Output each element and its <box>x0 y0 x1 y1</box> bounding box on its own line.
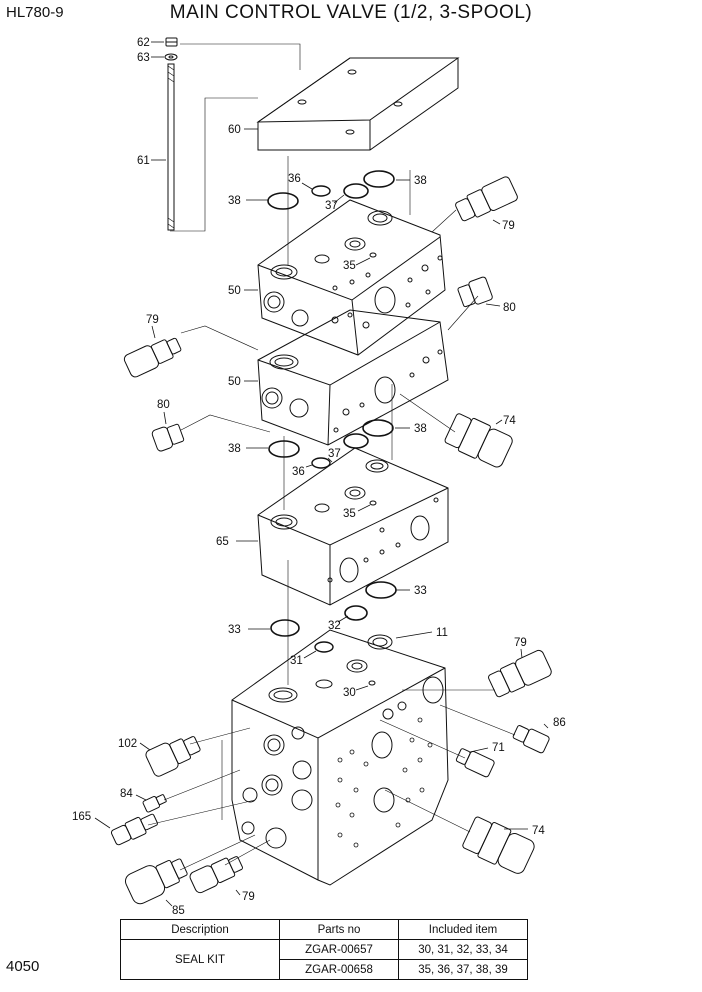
valve-102 <box>145 736 201 777</box>
relief-valve-79-upper <box>455 176 518 222</box>
relief-valve-79-bottom <box>189 856 243 894</box>
port-relief-74-upper <box>444 413 513 468</box>
plug-71 <box>455 748 495 778</box>
plug-80-left <box>151 423 185 452</box>
table-row: SEAL KIT ZGAR-00657 30, 31, 32, 33, 34 <box>120 939 528 980</box>
tie-bolt <box>164 37 178 231</box>
header-description: Description <box>120 919 280 940</box>
included-items: 30, 31, 32, 33, 34 <box>398 939 528 960</box>
callout-85: 85 <box>172 905 185 917</box>
callout-63: 63 <box>137 52 150 64</box>
part-number: ZGAR-00657 <box>279 939 399 960</box>
part-number: ZGAR-00658 <box>279 959 399 980</box>
callout-35: 35 <box>343 508 356 520</box>
section-block-upper <box>257 199 446 356</box>
callout-60: 60 <box>228 124 241 136</box>
callout-84: 84 <box>120 788 133 800</box>
callout-36: 36 <box>288 173 301 185</box>
callout-37: 37 <box>328 448 341 460</box>
port-relief-74-lower <box>462 816 535 874</box>
callout-79: 79 <box>502 220 515 232</box>
valve-85 <box>124 858 188 905</box>
included-items: 35, 36, 37, 38, 39 <box>398 959 528 980</box>
cover-block <box>256 57 460 151</box>
callout-80: 80 <box>157 399 170 411</box>
callout-80: 80 <box>503 302 516 314</box>
sensor-86 <box>512 725 550 754</box>
callout-32: 32 <box>328 620 341 632</box>
callout-86: 86 <box>553 717 566 729</box>
callout-31: 31 <box>290 655 303 667</box>
callout-74: 74 <box>532 825 545 837</box>
model-code: HL780-9 <box>6 4 64 21</box>
callout-37: 37 <box>325 200 338 212</box>
seal-kit-table: Description Parts no Included item SEAL … <box>120 919 528 980</box>
plug-84 <box>142 794 167 813</box>
table-row: ZGAR-00658 35, 36, 37, 38, 39 <box>121 959 528 980</box>
callout-30: 30 <box>343 687 356 699</box>
section-block-lower <box>257 309 449 446</box>
relief-valve-79-left <box>123 337 182 378</box>
callout-33: 33 <box>228 624 241 636</box>
callout-36: 36 <box>292 466 305 478</box>
callout-79: 79 <box>242 891 255 903</box>
header-parts-no: Parts no <box>279 919 399 940</box>
callout-165: 165 <box>72 811 91 823</box>
callout-79: 79 <box>514 637 527 649</box>
header-included-item: Included item <box>398 919 528 940</box>
callout-38: 38 <box>414 175 427 187</box>
callout-79: 79 <box>146 314 159 326</box>
table-header-row: Description Parts no Included item <box>120 919 528 940</box>
callout-35: 35 <box>343 260 356 272</box>
valve-body <box>231 629 449 886</box>
inlet-block <box>257 447 449 606</box>
callout-65: 65 <box>216 536 229 548</box>
page-title: MAIN CONTROL VALVE (1/2, 3-SPOOL) <box>169 2 533 23</box>
kit-description: SEAL KIT <box>120 939 280 980</box>
callout-62: 62 <box>137 37 150 49</box>
relief-valve-79-right <box>488 649 552 698</box>
callout-33: 33 <box>414 585 427 597</box>
callout-11: 11 <box>436 627 448 639</box>
valve-165 <box>110 813 158 846</box>
callout-50: 50 <box>228 376 241 388</box>
callout-38: 38 <box>228 443 241 455</box>
page-number: 4050 <box>6 958 40 975</box>
callout-50: 50 <box>228 285 241 297</box>
callout-38: 38 <box>414 423 427 435</box>
callout-38: 38 <box>228 195 241 207</box>
callout-102: 102 <box>118 738 137 750</box>
callout-71: 71 <box>492 742 505 754</box>
callout-74: 74 <box>503 415 516 427</box>
callout-61: 61 <box>137 155 150 167</box>
plug-80-upper <box>457 276 493 308</box>
